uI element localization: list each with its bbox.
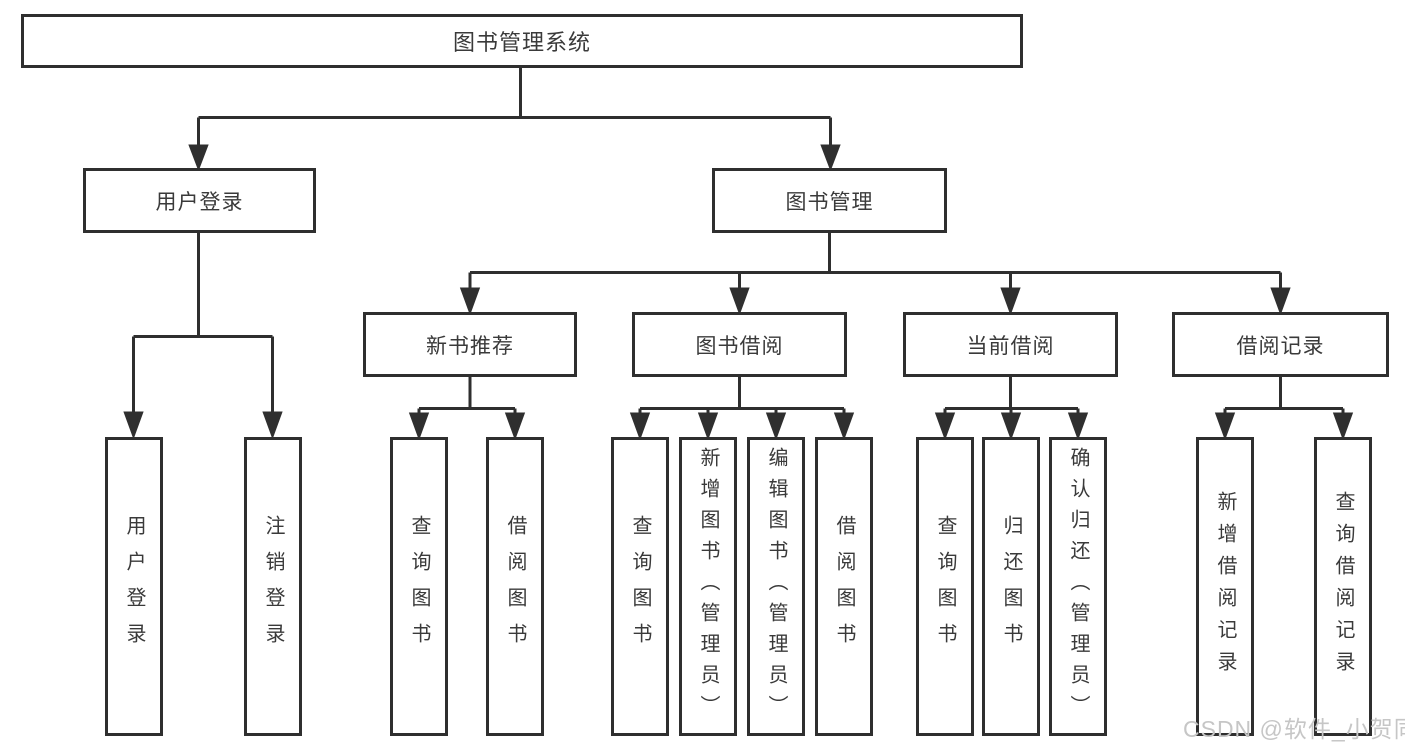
connector-current-borrowing-children <box>934 377 1089 441</box>
node-book-management: 图书管理 <box>712 168 947 233</box>
node-new-book-recommend: 新书推荐 <box>363 312 577 377</box>
leaf-confirm-return-admin: 确认归还（管理员） <box>1049 437 1107 736</box>
leaf-query-borrow-record: 查询借阅记录 <box>1314 437 1372 736</box>
leaf-query-books-recommend: 查询图书 <box>390 437 448 736</box>
node-book-borrowing: 图书借阅 <box>632 312 847 377</box>
leaf-borrow-books-recommend: 借阅图书 <box>486 437 544 736</box>
leaf-user-login: 用户登录 <box>105 437 163 736</box>
leaf-edit-book-admin: 编辑图书（管理员） <box>747 437 805 736</box>
connector-root-to-level2 <box>188 68 841 172</box>
leaf-return-book: 归还图书 <box>982 437 1040 736</box>
node-user-login: 用户登录 <box>83 168 316 233</box>
connector-book-borrowing-children <box>629 377 855 441</box>
connector-user-login-children <box>123 233 283 440</box>
leaf-add-book-admin: 新增图书（管理员） <box>679 437 737 736</box>
connector-borrowing-records-children <box>1214 377 1354 441</box>
leaf-query-books-borrowing: 查询图书 <box>611 437 669 736</box>
node-current-borrowing: 当前借阅 <box>903 312 1118 377</box>
connector-new-book-recommend-children <box>408 377 526 441</box>
connector-book-management-children <box>459 233 1291 316</box>
leaf-logout: 注销登录 <box>244 437 302 736</box>
node-borrowing-records: 借阅记录 <box>1172 312 1389 377</box>
csdn-watermark: CSDN @软件_小贺同学 <box>1183 716 1405 742</box>
leaf-query-books-current: 查询图书 <box>916 437 974 736</box>
node-root: 图书管理系统 <box>21 14 1023 68</box>
leaf-add-borrow-record: 新增借阅记录 <box>1196 437 1254 736</box>
leaf-borrow-books-borrowing: 借阅图书 <box>815 437 873 736</box>
